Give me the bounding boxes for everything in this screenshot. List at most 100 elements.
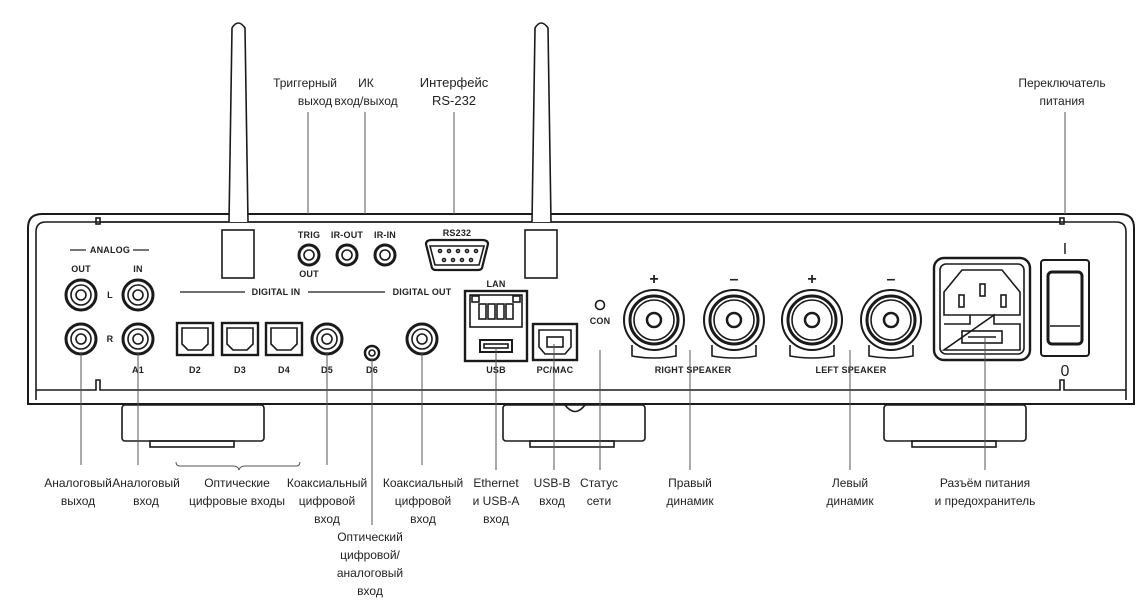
callout-line: Правый [668, 476, 712, 490]
callout-line: вход [314, 512, 340, 526]
callout-left-speaker: Левый динамик [826, 474, 873, 510]
power-switch[interactable] [1040, 259, 1090, 357]
label-power-off: 0 [1061, 363, 1070, 380]
power-inlet[interactable] [932, 256, 1032, 362]
feet [121, 404, 1027, 448]
rca-analog-in-l[interactable] [121, 278, 155, 312]
callout-line: аналоговый [336, 566, 404, 580]
callout-line: вход [539, 494, 565, 508]
callout-line: Аналоговый [112, 476, 180, 490]
label-power-on: I [1063, 241, 1067, 258]
wifi-antenna-right [524, 22, 558, 279]
label-left-minus: – [887, 271, 896, 288]
label-ir-out: IR-OUT [331, 230, 363, 240]
rca-analog-out-r[interactable] [64, 322, 98, 356]
callout-line: цифровой/ [340, 548, 400, 562]
optical-analog-input-d6[interactable] [363, 344, 381, 362]
callout-line: USB-B [533, 476, 571, 490]
label-ir-in: IR-IN [374, 230, 396, 240]
callout-optical-inputs: Оптические цифровые входы [189, 474, 285, 510]
coax-digital-out[interactable] [405, 322, 439, 356]
rca-analog-in-r[interactable] [121, 322, 155, 356]
label-d3: D3 [234, 365, 246, 375]
callout-line: Оптический [337, 530, 403, 544]
rs232-port[interactable] [424, 238, 490, 272]
wifi-antenna-left [221, 22, 255, 279]
callout-line: Аналоговый [44, 476, 112, 490]
speaker-terminal-left-minus[interactable] [860, 289, 922, 359]
label-l: L [107, 290, 113, 300]
ir-in-jack[interactable] [373, 243, 397, 267]
trigger-out-jack[interactable] [297, 243, 321, 267]
label-trig-out: OUT [299, 269, 319, 279]
label-pc-mac: PC/MAC [537, 365, 574, 375]
speaker-terminal-left-plus[interactable] [781, 289, 843, 359]
label-r: R [107, 334, 114, 344]
callout-ethernet-usba: Ethernet и USB-A вход [473, 474, 520, 528]
callout-ir: ИК вход/выход [334, 74, 397, 110]
network-status-led [594, 299, 606, 311]
callout-line: Левый [831, 476, 869, 490]
callout-power-inlet: Разъём питания и предохранитель [935, 474, 1036, 510]
usb-b-port[interactable] [531, 322, 579, 362]
callout-coax-in: Коаксиальный цифровой вход [287, 474, 367, 528]
speaker-terminal-right-plus[interactable] [623, 289, 685, 359]
label-left-speaker: LEFT SPEAKER [816, 365, 887, 375]
speaker-terminal-right-minus[interactable] [703, 289, 765, 359]
callout-line: Переключатель [1018, 76, 1106, 90]
callout-line: вход/выход [334, 94, 398, 108]
label-analog: ANALOG [90, 245, 130, 255]
callout-line: Оптические [204, 476, 270, 490]
callout-right-speaker: Правый динамик [666, 474, 713, 510]
optical-input-d2[interactable] [175, 321, 215, 357]
callout-coax-out: Коаксиальный цифровой вход [383, 474, 463, 528]
callout-optical-analog-in: Оптический цифровой/ аналоговый вход [337, 528, 403, 600]
coax-input-d5[interactable] [310, 322, 344, 356]
callout-line: цифровой [298, 494, 356, 508]
callout-line: цифровой [394, 494, 452, 508]
callout-line: цифровые входы [188, 494, 286, 508]
label-lan: LAN [486, 279, 505, 289]
callout-rs232: Интерфейс RS-232 [420, 74, 488, 110]
label-rs232: RS232 [443, 228, 472, 238]
label-digital-in: DIGITAL IN [252, 287, 301, 297]
label-digital-out: DIGITAL OUT [393, 287, 452, 297]
callout-line: выход [60, 494, 96, 508]
lan-usb-module[interactable] [463, 289, 529, 363]
label-right-minus: – [730, 271, 739, 288]
callout-line: и USB-A [472, 494, 520, 508]
callout-network-status: Статус сети [580, 474, 618, 510]
ir-out-jack[interactable] [335, 243, 359, 267]
optical-input-d3[interactable] [220, 321, 260, 357]
callout-line: динамик [666, 494, 714, 508]
callout-line: и предохранитель [934, 494, 1036, 508]
callout-line: вход [483, 512, 509, 526]
callout-usb-b: USB-B вход [534, 474, 571, 510]
label-right-plus: + [649, 271, 658, 288]
callout-line: вход [410, 512, 436, 526]
callout-line: ИК [358, 76, 374, 90]
callout-line: Коаксиальный [286, 476, 368, 490]
callout-line: Интерфейс [419, 75, 489, 90]
label-left-plus: + [807, 271, 816, 288]
label-analog-out: OUT [71, 264, 91, 274]
callout-line: Разъём питания [939, 476, 1031, 490]
label-analog-in: IN [133, 264, 142, 274]
callout-line: питания [1039, 94, 1085, 108]
leader-lines [80, 112, 1066, 525]
label-trig: TRIG [298, 230, 320, 240]
optical-input-d4[interactable] [264, 321, 304, 357]
callout-line: вход [133, 494, 159, 508]
label-d4: D4 [278, 365, 290, 375]
callout-line: динамик [826, 494, 874, 508]
callout-line: выход [297, 94, 333, 108]
callout-analog-in: Аналоговый вход [112, 474, 180, 510]
rca-analog-out-l[interactable] [64, 278, 98, 312]
brace-optical [175, 461, 301, 471]
callout-power-switch: Переключатель питания [1018, 74, 1105, 110]
callout-line: RS-232 [431, 93, 477, 108]
label-con: CON [590, 316, 611, 326]
callout-line: Коаксиальный [382, 476, 464, 490]
callout-line: вход [357, 584, 383, 598]
